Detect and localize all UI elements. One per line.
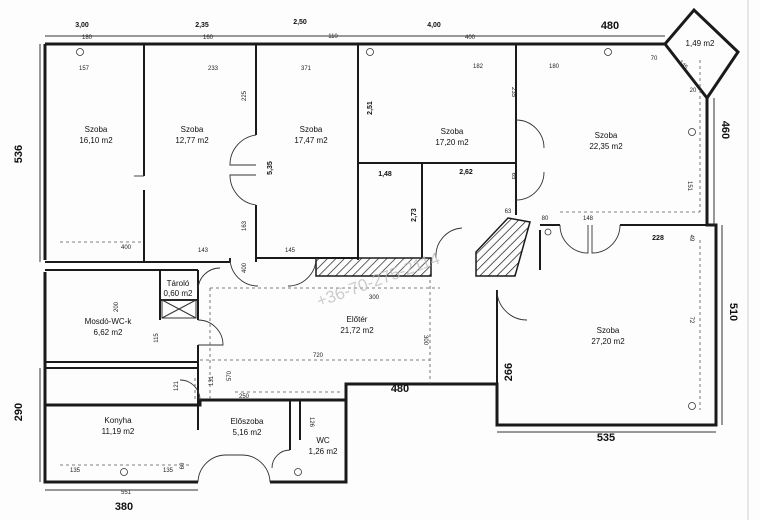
room6-height-dim: 266 (503, 363, 515, 381)
hall-dim: 480 (391, 383, 409, 395)
room-szoba2-area: 12,77 m2 (175, 136, 209, 145)
right-bottom-dim: 510 (727, 303, 739, 321)
dim-273: 2,73 (411, 208, 418, 222)
top-dim-3: 2,50 (293, 19, 307, 26)
room-szoba4-name: Szoba (441, 127, 464, 136)
top-dim-1: 3,00 (75, 22, 89, 29)
room-szoba1-name: Szoba (85, 125, 108, 134)
room-wc-area: 1,26 m2 (309, 447, 338, 456)
dim-148b: 148 (583, 216, 594, 222)
dim-65: 65 (510, 173, 516, 180)
dim-400b: 400 (465, 35, 476, 41)
dim-80: 80 (542, 216, 549, 222)
room-eloter-name: Előtér (347, 315, 368, 324)
dim-126: 126 (308, 417, 314, 428)
dim-535: 5,35 (267, 161, 274, 175)
outer-dimensions: 3,00 2,35 2,50 4,00 480 536 290 460 510 … (13, 19, 739, 513)
dim-180: 180 (82, 35, 93, 41)
dim-300b: 300 (422, 335, 428, 346)
room-konyha-name: Konyha (104, 416, 132, 425)
dim-233: 233 (208, 66, 219, 72)
room-tarolo-name: Tároló (167, 279, 190, 288)
inner-dimensions: 2,51 1,48 2,62 2,73 5,35 180 160 110 400… (70, 34, 697, 496)
room-szoba1-area: 16,10 m2 (79, 136, 113, 145)
top-dim-2: 2,35 (195, 22, 209, 29)
room-szoba6-area: 27,20 m2 (591, 337, 625, 346)
dim-110: 110 (328, 34, 338, 40)
dim-135b: 135 (163, 468, 174, 474)
dim-63: 63 (505, 209, 512, 215)
bottom-left-dim: 380 (115, 501, 133, 513)
bottom-right-dim: 535 (597, 432, 615, 444)
dim-225: 225 (242, 90, 248, 101)
dim-115: 115 (154, 333, 160, 343)
room-szoba3-name: Szoba (300, 125, 323, 134)
left-bottom-dim: 290 (13, 403, 25, 421)
room-tarolo-area: 0,60 m2 (164, 289, 193, 298)
top-dim-4: 4,00 (427, 22, 441, 29)
dim-131: 131 (209, 375, 215, 386)
room-wc-name: WC (316, 436, 330, 445)
dim-145: 145 (285, 248, 296, 254)
dim-72: 72 (688, 317, 694, 324)
dim-251: 2,51 (367, 101, 374, 115)
dimension-lines (39, 35, 723, 491)
dim-400-vert: 400 (242, 262, 248, 273)
dim-145b: 145 (677, 60, 689, 72)
room-szoba3-area: 17,47 m2 (294, 136, 328, 145)
dim-400: 400 (121, 245, 132, 251)
room-szoba5-area: 22,35 m2 (589, 142, 623, 151)
dim-135a: 135 (70, 468, 81, 474)
dim-70: 70 (651, 56, 658, 62)
room-szoba6-name: Szoba (597, 326, 620, 335)
dim-121: 121 (174, 380, 180, 391)
balcony-area: 1,49 m2 (686, 39, 715, 48)
dim-551: 551 (121, 490, 132, 496)
room-konyha-area: 11,19 m2 (102, 427, 135, 436)
dim-157: 157 (79, 66, 90, 72)
doors (134, 119, 621, 483)
dim-148: 1,48 (378, 171, 392, 178)
top-dim-5: 480 (601, 20, 619, 32)
room-eloszoba-name: Előszoba (231, 417, 264, 426)
dim-300a: 300 (369, 295, 380, 301)
dim-182: 182 (473, 64, 484, 70)
dim-262: 2,62 (459, 169, 473, 176)
dim-180b: 180 (549, 64, 560, 70)
room-eloszoba-area: 5,16 m2 (233, 428, 262, 437)
dim-49: 49 (688, 235, 694, 242)
dim-250: 250 (239, 394, 250, 400)
dim-151: 151 (686, 181, 692, 192)
room-mosdo-area: 6,62 m2 (94, 328, 123, 337)
room-eloter-area: 21,72 m2 (340, 326, 374, 335)
stair-landing (315, 257, 432, 277)
interior-walls (45, 44, 707, 450)
left-top-dim: 536 (13, 145, 25, 163)
right-top-dim: 460 (719, 121, 731, 139)
dim-235: 235 (510, 87, 516, 98)
dim-200: 200 (114, 301, 120, 312)
dim-570: 570 (227, 370, 233, 381)
dim-720: 720 (313, 353, 324, 359)
room-szoba4-area: 17,20 m2 (435, 138, 469, 147)
dim-160: 160 (203, 35, 214, 41)
room6-step-dim: 228 (652, 235, 664, 242)
socket-symbols (76, 48, 696, 476)
dim-163: 163 (242, 220, 248, 231)
room-szoba5-name: Szoba (595, 131, 618, 140)
room-mosdo-name: Mosdó-WC-k (85, 317, 133, 326)
outer-walls (43, 7, 740, 484)
dim-20: 20 (690, 88, 697, 94)
room-szoba2-name: Szoba (181, 125, 204, 134)
room-labels: Szoba 16,10 m2 Szoba 12,77 m2 Szoba 17,4… (79, 39, 715, 456)
dim-371: 371 (301, 66, 312, 72)
reference-lines (60, 60, 701, 466)
dim-60: 60 (180, 462, 186, 469)
stair-flight (475, 217, 531, 277)
dim-143: 143 (198, 248, 209, 254)
storage-box (161, 299, 197, 319)
